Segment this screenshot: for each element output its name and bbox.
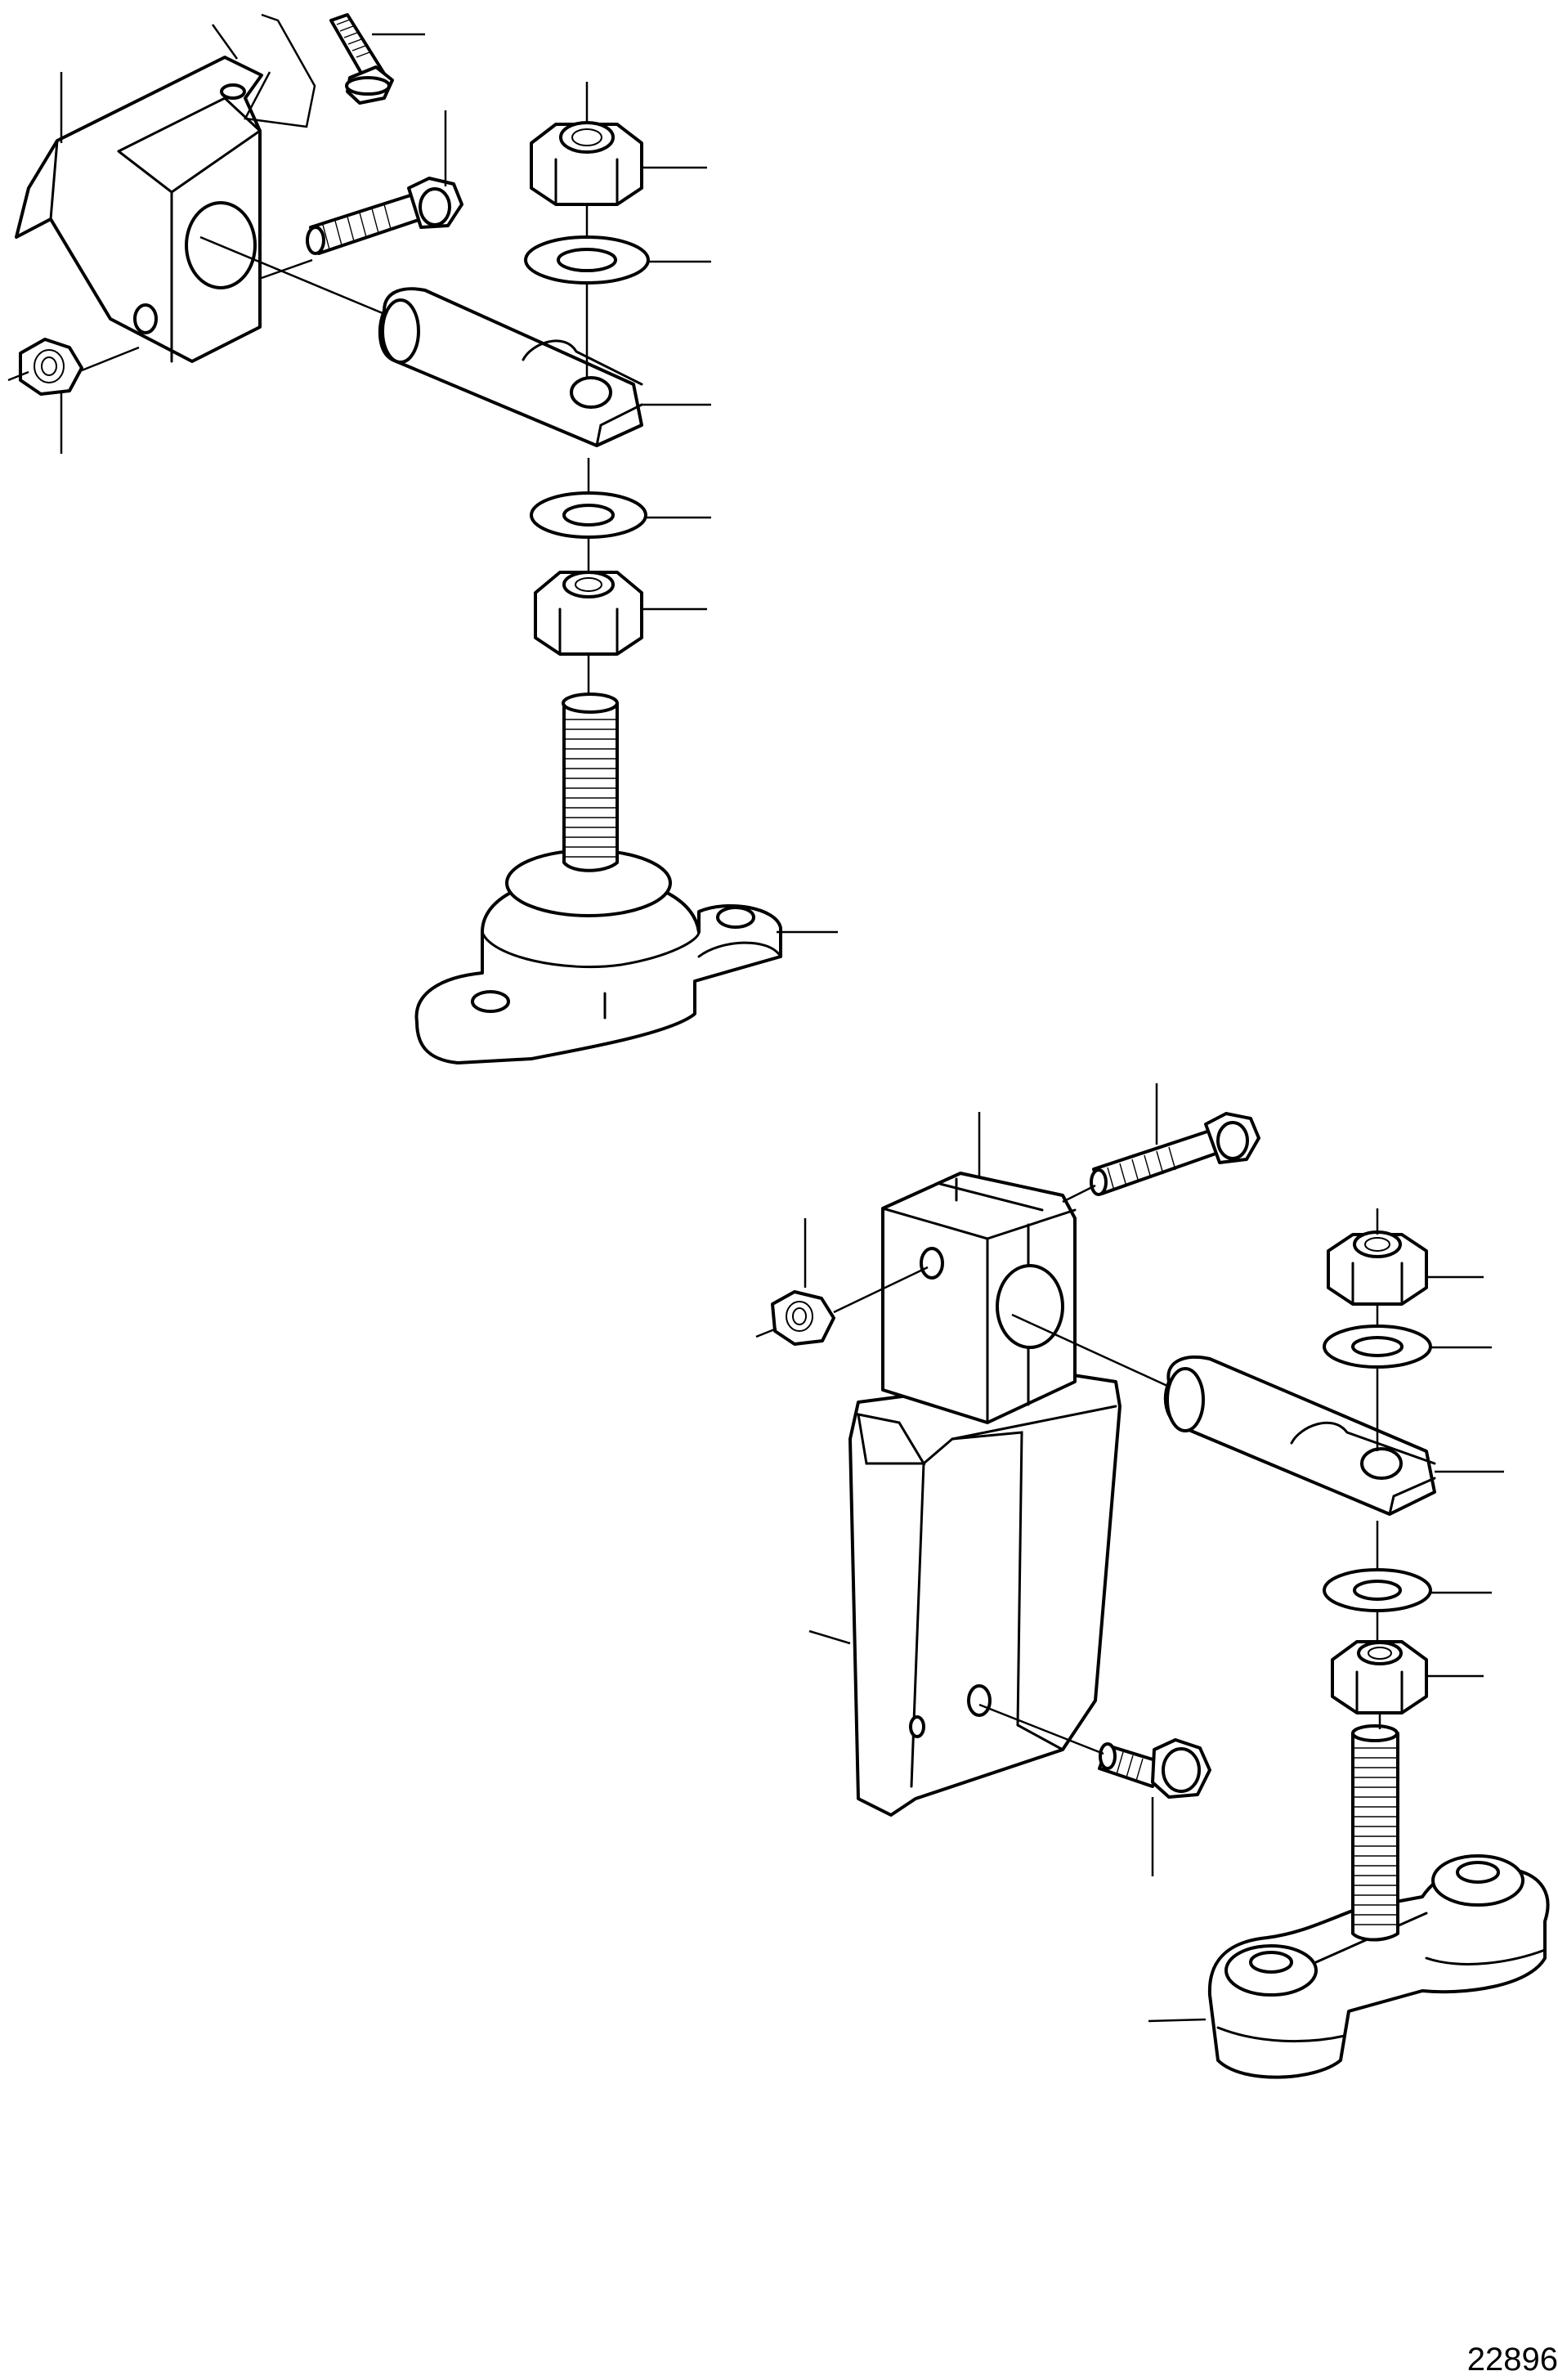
upper-engine-mount-assembly (7, 13, 838, 1065)
figure-reference-number: 22896 (1466, 2342, 1558, 2378)
lower-clamp-nut (771, 1290, 835, 1346)
lower-bracket (848, 1372, 1121, 1817)
upper-side-bolt (306, 177, 463, 255)
upper-top-washer (524, 235, 650, 285)
upper-bracket-nut (19, 338, 83, 396)
upper-bracket (15, 56, 263, 363)
upper-bolt-bracket-outline (244, 13, 316, 128)
upper-lower-nut (534, 571, 643, 656)
lower-torque-arm (1163, 1355, 1436, 1516)
lower-bottom-bolt (1098, 1738, 1211, 1799)
upper-torque-arm (378, 287, 643, 447)
lower-lower-nut (1331, 1640, 1428, 1714)
lower-leader-lines (755, 1083, 1504, 2023)
lower-assembly-axes (833, 1184, 1381, 1755)
upper-rubber-mount (414, 692, 782, 1065)
upper-leader-lines (7, 24, 838, 934)
upper-lower-washer (530, 491, 647, 539)
upper-assembly-axes (81, 204, 590, 695)
upper-top-nut (530, 121, 643, 206)
lower-top-bolt (1090, 1112, 1260, 1196)
lower-engine-mount-assembly (755, 1083, 1550, 2079)
upper-small-bolt (329, 13, 394, 105)
lower-lower-washer (1323, 1568, 1432, 1612)
lower-clamp-block (881, 1172, 1077, 1424)
lower-top-washer (1323, 1324, 1432, 1369)
lower-twin-rubber-mount (1207, 1724, 1550, 2079)
lower-top-nut (1327, 1230, 1428, 1306)
